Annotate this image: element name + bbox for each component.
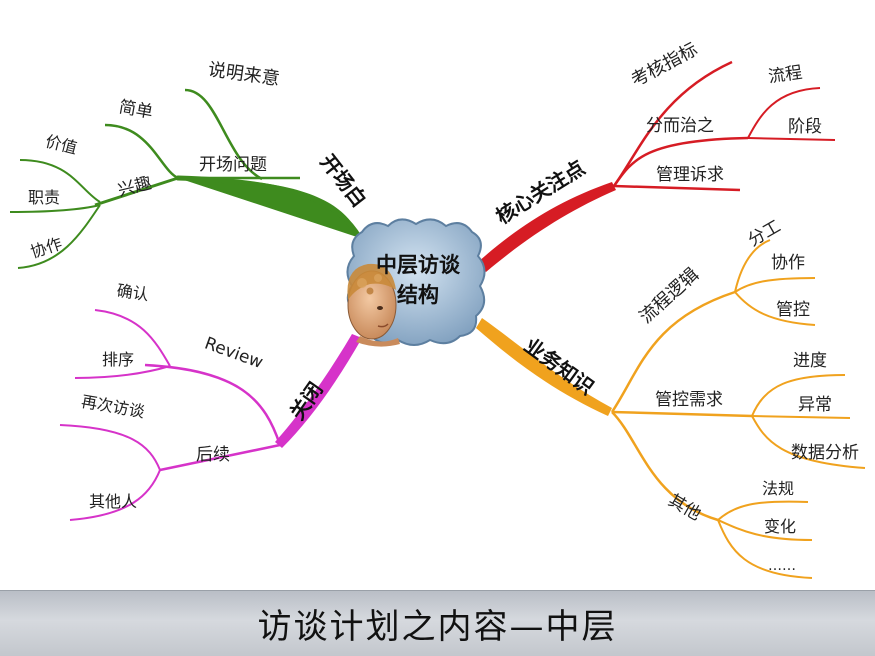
opening-link-explain xyxy=(184,88,263,181)
control-link-exception xyxy=(751,415,851,419)
other-label: 其他 xyxy=(665,491,704,525)
confirm-label: 确认 xyxy=(116,281,150,304)
center-line2: 结构 xyxy=(397,283,439,307)
branch-business: 业务知识 流程逻辑 管控需求 其他 分工 协作 管控 进度 异常 数据分析 法规… xyxy=(476,217,866,579)
other-link-etc xyxy=(717,519,813,579)
close-trunk xyxy=(275,334,362,448)
divide-link-stage xyxy=(747,137,836,141)
followup-link-others xyxy=(69,469,161,521)
center-line1: 中层访谈 xyxy=(376,253,461,277)
explain-label: 说明来意 xyxy=(207,59,281,90)
mind-map: 开场白 开场问题 说明来意 简单 兴趣 价值 职责 协作 核心关注点 考核指标 … xyxy=(9,39,866,579)
review-link-confirm xyxy=(94,309,171,367)
core-link-mgmt xyxy=(613,184,741,192)
core-trunk xyxy=(478,182,616,272)
questions-link-simple xyxy=(104,123,179,180)
collab-label: 协作 xyxy=(28,234,64,262)
logic-link-collab xyxy=(734,277,816,293)
control-link-analysis xyxy=(751,415,866,469)
mgmt-label: 管理诉求 xyxy=(656,165,724,185)
footer-title: 访谈计划之内容—中层 xyxy=(257,607,618,647)
interest-link-duty xyxy=(9,204,101,213)
review-label: Review xyxy=(202,334,266,374)
kpi-label: 考核指标 xyxy=(628,39,701,91)
exception-label: 异常 xyxy=(798,395,832,415)
duty-label: 职责 xyxy=(28,188,60,207)
core-link-divide xyxy=(612,136,749,187)
close-link-followup xyxy=(159,443,281,472)
footer-banner: 访谈计划之内容—中层 xyxy=(0,590,875,656)
business-trunk xyxy=(476,318,612,416)
logic-link-division xyxy=(734,239,771,293)
analysis-label: 数据分析 xyxy=(791,443,859,463)
control-label: 管控需求 xyxy=(655,390,723,410)
business-link-control xyxy=(611,410,753,418)
branch-opening: 开场白 开场问题 说明来意 简单 兴趣 价值 职责 协作 xyxy=(9,59,371,269)
questions-label: 开场问题 xyxy=(199,155,267,175)
control-link-progress xyxy=(751,374,846,417)
regulation-label: 法规 xyxy=(762,479,794,498)
logic-label: 流程逻辑 xyxy=(636,264,704,328)
stage-label: 阶段 xyxy=(788,117,822,137)
collab2-label: 协作 xyxy=(771,253,805,273)
interest-link-collab xyxy=(17,204,101,269)
reinterview-label: 再次访谈 xyxy=(80,392,146,422)
head-illustration xyxy=(347,263,400,347)
divide-label: 分而治之 xyxy=(646,116,714,136)
division-label: 分工 xyxy=(745,217,784,251)
simple-label: 简单 xyxy=(117,97,154,123)
interest-label: 兴趣 xyxy=(116,173,154,201)
other-link-change xyxy=(717,519,813,541)
progress-label: 进度 xyxy=(793,351,827,371)
followup-label: 后续 xyxy=(196,445,230,465)
flow-label: 流程 xyxy=(767,63,803,88)
branch-close: 关闭 Review 后续 确认 排序 再次访谈 其他人 xyxy=(59,281,362,521)
etc-label: …… xyxy=(768,558,796,574)
sort-label: 排序 xyxy=(102,350,134,369)
center-node: 中层访谈 结构 xyxy=(346,218,486,347)
interest-link-value xyxy=(19,159,101,203)
value-label: 价值 xyxy=(44,132,80,158)
questions-link-interest xyxy=(94,176,179,207)
opening-trunk xyxy=(178,178,360,238)
business-link-logic xyxy=(610,290,736,413)
others-label: 其他人 xyxy=(89,492,137,511)
change-label: 变化 xyxy=(764,517,796,536)
branch-core: 核心关注点 考核指标 分而治之 管理诉求 流程 阶段 xyxy=(478,39,836,272)
close-link-review xyxy=(144,363,282,446)
review-link-sort xyxy=(74,365,171,379)
divide-link-flow xyxy=(747,87,821,139)
logic-link-control xyxy=(734,291,816,326)
business-link-other xyxy=(611,411,719,522)
control2-label: 管控 xyxy=(776,300,810,320)
other-link-regulation xyxy=(717,500,809,521)
followup-link-reinterview xyxy=(59,424,161,471)
